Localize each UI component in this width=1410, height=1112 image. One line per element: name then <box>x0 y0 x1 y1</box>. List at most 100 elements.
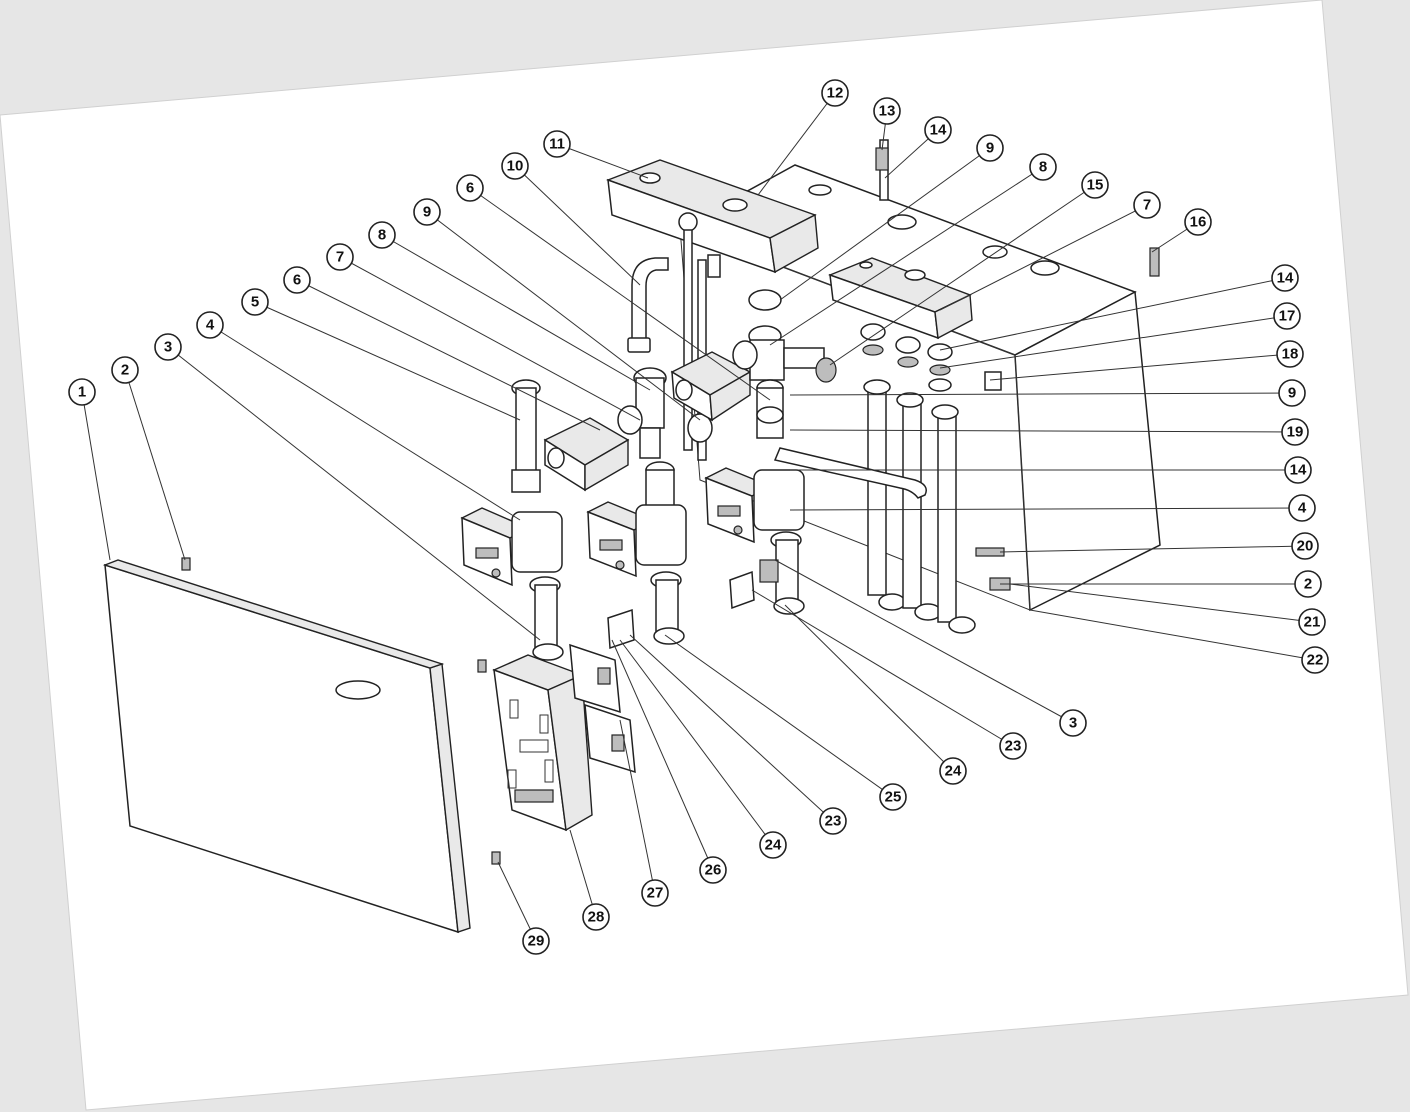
callout-circle <box>196 311 224 339</box>
lower-manifold <box>828 257 973 340</box>
front-cover-panel <box>102 559 471 934</box>
leader-line <box>569 829 597 918</box>
callout-label: 8 <box>1039 159 1047 176</box>
callout-label: 22 <box>1307 652 1324 669</box>
callout-25: 25 <box>879 783 907 811</box>
callout-8: 8 <box>1029 153 1057 181</box>
leader-line <box>469 187 771 401</box>
callout-label: 28 <box>588 909 605 926</box>
bent-pipe <box>631 257 669 346</box>
callout-label: 24 <box>765 837 782 854</box>
callout-label: 7 <box>336 249 344 266</box>
callout-label: 9 <box>423 204 431 221</box>
callout-circle <box>1281 418 1309 446</box>
left-pipe <box>511 379 541 493</box>
callout-2: 2 <box>111 356 139 384</box>
callout-4: 4 <box>196 311 224 339</box>
callout-circle <box>999 732 1027 760</box>
callout-circle <box>413 198 441 226</box>
callout-circle <box>283 266 311 294</box>
leader-line <box>619 719 656 894</box>
leader-line <box>769 166 1044 346</box>
leader-line <box>209 324 521 521</box>
callout-circle <box>1133 191 1161 219</box>
callout-11: 11 <box>543 130 571 158</box>
callout-9: 9 <box>1278 379 1306 407</box>
callout-label: 23 <box>825 813 842 830</box>
callout-circle <box>368 221 396 249</box>
callout-label: 14 <box>1277 270 1294 287</box>
bypass-pipe <box>773 447 927 499</box>
callout-1: 1 <box>68 378 96 406</box>
callout-circle <box>976 134 1004 162</box>
callout-4: 4 <box>1288 494 1316 522</box>
long-pipes <box>863 379 976 634</box>
callout-label: 1 <box>78 384 86 401</box>
callout-label: 11 <box>549 136 565 153</box>
callout-label: 2 <box>1304 576 1312 593</box>
callout-label: 9 <box>1288 385 1296 402</box>
leader-line <box>779 147 991 301</box>
callout-7: 7 <box>1133 191 1161 219</box>
control-box <box>492 654 593 832</box>
callout-label: 19 <box>1287 424 1304 441</box>
pump-right <box>704 467 805 544</box>
callout-label: 4 <box>1298 500 1307 517</box>
leader-line <box>939 315 1288 369</box>
callout-label: 15 <box>1087 177 1104 194</box>
actuator-left <box>543 417 630 492</box>
callout-circle <box>641 879 669 907</box>
leader-line <box>829 184 1096 366</box>
callout-circle <box>1184 208 1212 236</box>
pump-middle <box>586 501 687 578</box>
leader-line <box>81 391 111 561</box>
callout-label: 17 <box>1279 308 1296 325</box>
leader-line <box>426 211 701 421</box>
callout-23: 23 <box>819 807 847 835</box>
callout-8: 8 <box>368 221 396 249</box>
callout-label: 9 <box>986 140 994 157</box>
callout-label: 18 <box>1282 346 1299 363</box>
callout-10: 10 <box>501 152 529 180</box>
callout-label: 20 <box>1297 538 1314 555</box>
callout-circle <box>1298 608 1326 636</box>
callout-circle <box>456 174 484 202</box>
leader-line <box>167 346 541 641</box>
screw-bottom <box>491 851 501 865</box>
callout-14: 14 <box>1284 456 1312 484</box>
callout-28: 28 <box>582 903 610 931</box>
callout-29: 29 <box>522 927 550 955</box>
callout-label: 14 <box>1290 462 1307 479</box>
callout-label: 14 <box>930 122 947 139</box>
callout-circle <box>1059 709 1087 737</box>
callout-circle <box>924 116 952 144</box>
leader-line <box>381 234 651 391</box>
callout-label: 3 <box>1069 715 1077 732</box>
leader-line <box>254 301 521 421</box>
leader-line <box>339 256 641 421</box>
screw-top <box>477 659 487 673</box>
callout-15: 15 <box>1081 171 1109 199</box>
callout-circle <box>819 807 847 835</box>
callout-label: 16 <box>1190 214 1207 231</box>
callout-label: 29 <box>528 933 545 950</box>
callout-6: 6 <box>456 174 484 202</box>
callout-circle <box>326 243 354 271</box>
callout-5: 5 <box>241 288 269 316</box>
callout-27: 27 <box>641 879 669 907</box>
callout-label: 7 <box>1143 197 1151 214</box>
callout-label: 25 <box>885 789 902 806</box>
valve-cross-left <box>617 367 713 509</box>
callout-13: 13 <box>873 97 901 125</box>
leader-line <box>556 143 649 179</box>
callout-circle <box>1294 570 1322 598</box>
leader-line <box>789 507 1303 511</box>
callout-circle <box>699 856 727 884</box>
leader-line <box>296 279 601 431</box>
callout-label: 3 <box>164 339 172 356</box>
callout-circle <box>501 152 529 180</box>
callout-balloons: 1234567896101112131498157161417189191442… <box>68 79 1329 955</box>
callout-label: 4 <box>206 317 215 334</box>
